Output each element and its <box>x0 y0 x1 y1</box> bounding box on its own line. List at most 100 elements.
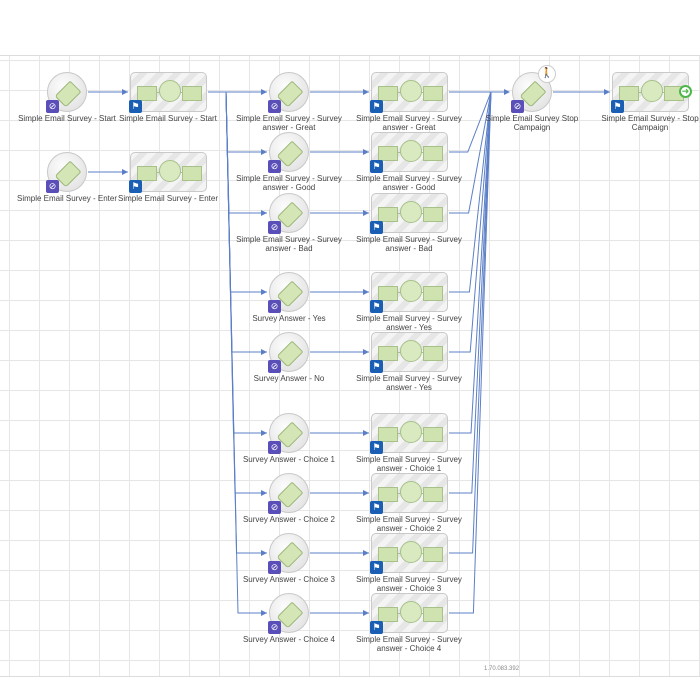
wait-bar <box>423 286 443 301</box>
edge-arrowhead <box>261 89 267 95</box>
wait-bar <box>378 607 398 622</box>
clock-icon <box>400 481 422 503</box>
answer-trigger-node[interactable]: ⊘ <box>268 413 309 454</box>
wait-bar <box>423 346 443 361</box>
answer-wait-action[interactable]: ⚑ <box>370 332 448 373</box>
wait-bar <box>423 427 443 442</box>
wait-bar <box>378 286 398 301</box>
flag-icon: ⚑ <box>370 221 383 234</box>
answer-trigger-node[interactable]: ⊘ <box>268 132 309 173</box>
edge-arrowhead <box>363 210 369 216</box>
answer-wait-action[interactable]: ⚑ <box>370 473 448 514</box>
wait-bar <box>378 547 398 562</box>
wait-bar <box>423 207 443 222</box>
edge-arrowhead <box>363 610 369 616</box>
stop-campaign-trigger-node[interactable]: ⊘🚶 <box>511 65 556 113</box>
walking-person-icon: 🚶 <box>538 65 556 83</box>
answer-wait-action-label: Simple Email Survey - Survey answer - Ch… <box>356 635 462 653</box>
stop-campaign-action-label: Simple Email Survey - Stop Campaign <box>601 114 699 132</box>
flag-icon: ⚑ <box>370 360 383 373</box>
answer-trigger-node[interactable]: ⊘ <box>268 593 309 634</box>
answer-wait-action[interactable]: ⚑ <box>370 533 448 574</box>
answer-wait-action-label: Simple Email Survey - Survey answer - Ch… <box>356 575 462 593</box>
entry-wait-action[interactable]: ⚑ <box>129 152 207 193</box>
answer-trigger-node-label: Survey Answer - No <box>253 374 325 383</box>
edge-arrowhead <box>261 610 267 616</box>
answer-wait-action[interactable]: ⚑ <box>370 272 448 313</box>
flag-icon: ⚑ <box>129 100 142 113</box>
workflow-canvas[interactable] <box>0 55 700 677</box>
answer-trigger-node-label: Survey Answer - Choice 1 <box>242 455 336 464</box>
entry-trigger-node-label: Simple Email Survey - Enter <box>16 194 118 203</box>
answer-trigger-node[interactable]: ⊘ <box>268 533 309 574</box>
exit-arrow-icon: ➜ <box>679 85 692 98</box>
stop-campaign-action[interactable]: ⚑➜ <box>611 72 692 113</box>
flag-icon: ⚑ <box>611 100 624 113</box>
edge-arrowhead <box>363 430 369 436</box>
entry-wait-action-label: Simple Email Survey - Enter <box>117 194 219 203</box>
wait-bar <box>137 86 157 101</box>
answer-trigger-node[interactable]: ⊘ <box>268 193 309 234</box>
clock-icon <box>400 80 422 102</box>
tag-badge-icon: ⊘ <box>268 100 281 113</box>
tag-badge-icon: ⊘ <box>268 221 281 234</box>
answer-wait-action[interactable]: ⚑ <box>370 593 448 634</box>
wait-bar <box>423 607 443 622</box>
wait-bar <box>182 166 202 181</box>
tag-badge-icon: ⊘ <box>511 100 524 113</box>
flag-icon: ⚑ <box>370 561 383 574</box>
edge-arrowhead <box>122 89 128 95</box>
version-text: 1.70.083.392 <box>484 666 520 672</box>
answer-trigger-node-label: Survey Answer - Choice 2 <box>242 515 336 524</box>
tag-badge-icon: ⊘ <box>268 501 281 514</box>
flag-icon: ⚑ <box>370 621 383 634</box>
edge-arrowhead <box>363 349 369 355</box>
wait-bar <box>423 146 443 161</box>
answer-trigger-node-label: Survey Answer - Choice 4 <box>242 635 336 644</box>
wait-bar <box>378 146 398 161</box>
answer-trigger-node-label: Survey Answer - Choice 3 <box>242 575 336 584</box>
flag-icon: ⚑ <box>370 501 383 514</box>
entry-wait-action[interactable]: ⚑ <box>129 72 207 113</box>
answer-wait-action-label: Simple Email Survey - Survey answer - Ch… <box>356 515 462 533</box>
clock-icon <box>400 421 422 443</box>
tag-badge-icon: ⊘ <box>46 100 59 113</box>
edge-arrowhead <box>261 210 267 216</box>
edge-arrowhead <box>363 550 369 556</box>
entry-trigger-node[interactable]: ⊘ <box>46 152 87 193</box>
answer-wait-action-label: Simple Email Survey - Survey answer - Ba… <box>356 235 462 253</box>
wait-bar <box>423 86 443 101</box>
flag-icon: ⚑ <box>370 300 383 313</box>
edge-arrowhead <box>261 430 267 436</box>
wait-bar <box>137 166 157 181</box>
edge-arrowhead <box>363 89 369 95</box>
answer-wait-action[interactable]: ⚑ <box>370 193 448 234</box>
clock-icon <box>400 280 422 302</box>
answer-wait-action[interactable]: ⚑ <box>370 132 448 173</box>
answer-wait-action-label: Simple Email Survey - Survey answer - Ch… <box>356 455 462 473</box>
tag-badge-icon: ⊘ <box>268 561 281 574</box>
wait-bar <box>378 86 398 101</box>
flag-icon: ⚑ <box>370 160 383 173</box>
wait-bar <box>423 487 443 502</box>
tag-badge-icon: ⊘ <box>268 300 281 313</box>
answer-wait-action[interactable]: ⚑ <box>370 413 448 454</box>
edge-arrowhead <box>363 490 369 496</box>
edge-arrowhead <box>261 149 267 155</box>
answer-trigger-node[interactable]: ⊘ <box>268 473 309 514</box>
clock-icon <box>400 140 422 162</box>
flag-icon: ⚑ <box>129 180 142 193</box>
answer-trigger-node[interactable]: ⊘ <box>268 72 309 113</box>
answer-trigger-node[interactable]: ⊘ <box>268 272 309 313</box>
answer-wait-action[interactable]: ⚑ <box>370 72 448 113</box>
edge-arrowhead <box>261 349 267 355</box>
wait-bar <box>182 86 202 101</box>
answer-wait-action-label: Simple Email Survey - Survey answer - Gr… <box>356 114 462 132</box>
clock-icon <box>159 160 181 182</box>
tag-badge-icon: ⊘ <box>46 180 59 193</box>
flag-icon: ⚑ <box>370 441 383 454</box>
answer-wait-action-label: Simple Email Survey - Survey answer - Go… <box>356 174 462 192</box>
answer-trigger-node[interactable]: ⊘ <box>268 332 309 373</box>
answer-trigger-node-label: Simple Email Survey - Survey answer - Ba… <box>236 235 342 253</box>
entry-trigger-node[interactable]: ⊘ <box>46 72 87 113</box>
